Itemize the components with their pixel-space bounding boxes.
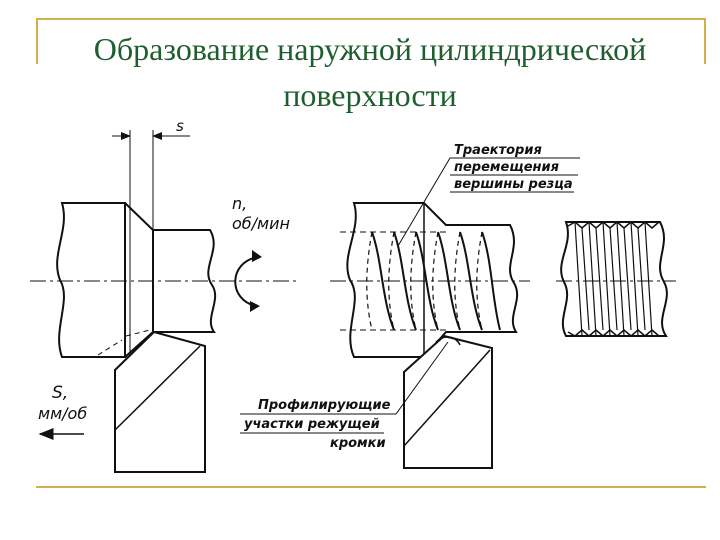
trajectory-label-3: вершины резца <box>454 177 573 192</box>
trajectory-leader-line <box>397 157 580 247</box>
feed-label-2: мм/об <box>38 404 87 423</box>
trajectory-label-1: Траектория <box>454 143 542 158</box>
profiling-label-2: участки режущей <box>244 417 380 432</box>
helical-trajectory <box>340 231 501 331</box>
frame-right-line <box>704 18 706 64</box>
profiling-leader-line <box>240 341 449 415</box>
rotation-label-2: об/мин <box>232 214 290 233</box>
title-line-2: поверхности <box>283 77 457 113</box>
frame-left-line <box>36 18 38 64</box>
left-cutter <box>114 330 206 473</box>
profiling-label-3: кромки <box>330 436 386 451</box>
rotation-arrow-icon <box>234 256 259 307</box>
feed-label-1: S, <box>52 383 68 403</box>
frame-bottom-line <box>36 486 706 488</box>
feed-dimension <box>112 130 190 230</box>
cutter-hidden-edge <box>97 329 151 356</box>
profiling-label-1: Профилирующие <box>258 398 391 413</box>
rotation-label-1: n, <box>232 194 247 213</box>
left-workpiece <box>56 202 217 358</box>
slide-title: Образование наружной цилиндрической пове… <box>40 26 700 118</box>
right-thread-lines <box>567 221 660 337</box>
frame-top-line <box>36 18 706 20</box>
trajectory-label-2: перемещения <box>454 160 559 175</box>
title-line-1: Образование наружной цилиндрической <box>93 31 647 67</box>
feed-small-label: s <box>176 117 184 135</box>
cutter-tip-profile <box>435 336 461 346</box>
middle-cutter <box>403 334 493 469</box>
